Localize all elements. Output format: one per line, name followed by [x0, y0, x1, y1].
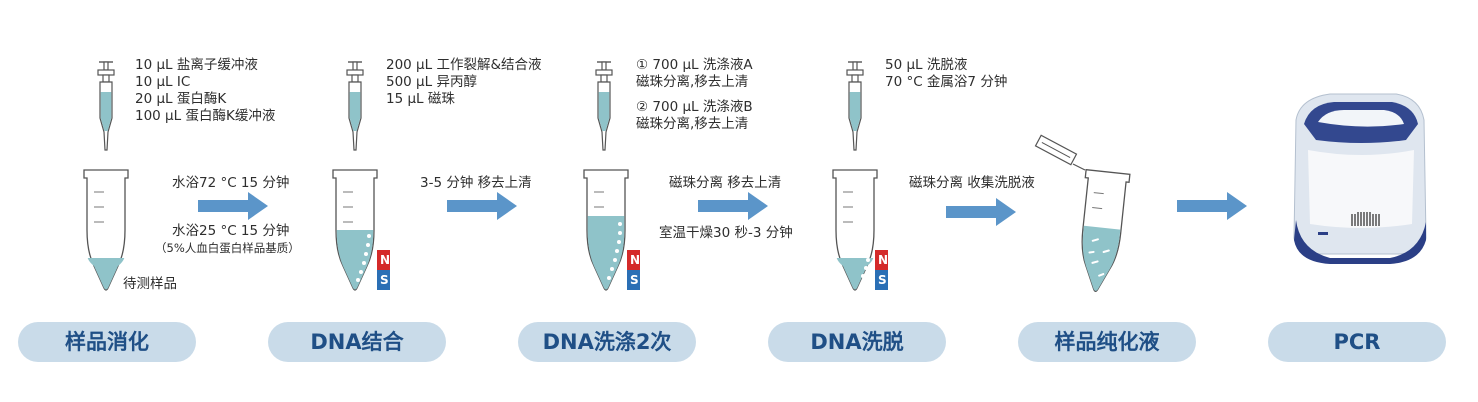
magnet-4: [875, 250, 888, 290]
magnet-2: [377, 250, 390, 290]
reagent-line: 70 °C 金属浴7 分钟: [885, 74, 1008, 90]
reagent-line: 50 µL 洗脱液: [885, 57, 968, 73]
arrow-1-top-label: 水浴72 °C 15 分钟: [172, 175, 290, 191]
pcr-label-lines: [1351, 212, 1380, 226]
reagents-step-1: 10 µL 盐离子缓冲液 10 µL IC 20 µL 蛋白酶K 100 µL …: [135, 57, 275, 125]
tube-lid: [1034, 134, 1086, 171]
step-pill-binding: DNA结合: [268, 322, 446, 362]
reagents-step-2: 200 µL 工作裂解&结合液 500 µL 异丙醇 15 µL 磁珠: [386, 57, 542, 108]
arrow-4: [946, 198, 1016, 226]
reagent-line: ② 700 µL 洗涤液B: [636, 99, 753, 115]
magnet-2-north: N: [380, 253, 391, 267]
reagent-line: 100 µL 蛋白酶K缓冲液: [135, 108, 276, 124]
arrows: [198, 192, 1247, 226]
tube-purified: [1072, 169, 1131, 295]
reagents-step-3b: ② 700 µL 洗涤液B 磁珠分离,移去上清: [636, 99, 753, 133]
tube-sample: [83, 169, 129, 291]
arrow-3-top-label: 磁珠分离 移去上清: [669, 175, 782, 191]
tube-elution: [832, 169, 878, 291]
tube-wash: [583, 169, 629, 291]
arrow-2: [447, 192, 517, 220]
magnet-3-north: N: [630, 253, 641, 267]
arrow-1: [198, 192, 268, 220]
reagents-step-4: 50 µL 洗脱液 70 °C 金属浴7 分钟: [885, 57, 1007, 91]
step-pill-wash: DNA洗涤2次: [518, 322, 696, 362]
reagents-step-3a: ① 700 µL 洗涤液A 磁珠分离,移去上清: [636, 57, 753, 91]
reagent-line: 10 µL 盐离子缓冲液: [135, 57, 258, 73]
reagent-line: 20 µL 蛋白酶K: [135, 91, 227, 107]
arrow-4-top-label: 磁珠分离 收集洗脱液: [909, 175, 1035, 191]
step-pill-digestion: 样品消化: [18, 322, 196, 362]
magnet-3-south: S: [630, 273, 639, 287]
magnet-4-south: S: [878, 273, 887, 287]
arrow-3: [698, 192, 768, 220]
reagent-line: 200 µL 工作裂解&结合液: [386, 57, 542, 73]
arrow-1-bottom-note: （5%人血白蛋白样品基质）: [155, 241, 300, 255]
reagent-line: 500 µL 异丙醇: [386, 74, 477, 90]
tube-binding: [332, 169, 378, 291]
pipette-4: [846, 61, 864, 151]
arrow-3-bottom-label: 室温干燥30 秒-3 分钟: [659, 225, 793, 241]
arrow-2-top-label: 3-5 分钟 移去上清: [420, 175, 532, 191]
reagent-line: 10 µL IC: [135, 74, 191, 90]
pipette-3: [595, 61, 613, 151]
arrow-5: [1177, 192, 1247, 220]
step-pill-pcr: PCR: [1268, 322, 1446, 362]
pcr-instrument-icon: [1293, 93, 1427, 264]
reagent-line: ① 700 µL 洗涤液A: [636, 57, 753, 73]
pipette-1: [97, 61, 115, 151]
reagent-line: 15 µL 磁珠: [386, 91, 455, 107]
magnet-4-north: N: [878, 253, 889, 267]
pipette-2: [346, 61, 364, 151]
reagent-line: 磁珠分离,移去上清: [636, 116, 749, 132]
tube-sample-label: 待测样品: [123, 276, 177, 292]
reagent-line: 磁珠分离,移去上清: [636, 74, 749, 90]
step-pill-elution: DNA洗脱: [768, 322, 946, 362]
magnet-3: [627, 250, 640, 290]
magnet-2-south: S: [380, 273, 389, 287]
step-pill-purified: 样品纯化液: [1018, 322, 1196, 362]
arrow-1-bottom-label: 水浴25 °C 15 分钟: [172, 223, 290, 239]
